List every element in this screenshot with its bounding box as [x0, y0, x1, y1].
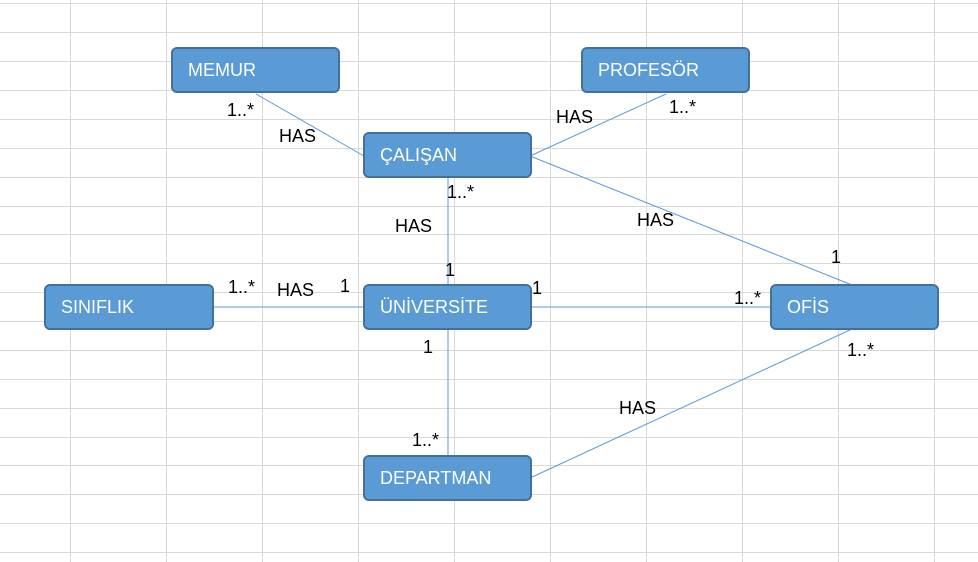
cardinality-universite-ofis: 1	[532, 278, 543, 298]
cardinality-departman: 1..*	[412, 430, 440, 450]
cardinality-universite-siniflik: 1	[340, 276, 351, 296]
line-ofis-departman	[529, 328, 853, 479]
line-memur-calisan	[255, 93, 365, 157]
line-calisan-ofis	[529, 155, 853, 286]
relation-label-siniflik-universite: HAS	[277, 280, 315, 300]
entity-universite[interactable]: ÜNİVERSİTE	[363, 284, 532, 330]
line-profesor-calisan	[529, 93, 667, 157]
relation-label-profesor-calisan: HAS	[556, 107, 594, 127]
entity-memur[interactable]: MEMUR	[171, 47, 340, 93]
cardinality-memur: 1..*	[227, 100, 255, 120]
relation-label-ofis-departman: HAS	[619, 398, 657, 418]
relation-label-calisan-ofis: HAS	[637, 210, 675, 230]
cardinality-ofis-universite: 1..*	[734, 288, 762, 308]
entity-profesor[interactable]: PROFESÖR	[581, 47, 750, 93]
cardinality-ofis-departman: 1..*	[847, 340, 875, 360]
cardinality-universite-calisan: 1	[445, 260, 456, 280]
cardinality-ofis-calisan: 1	[831, 247, 842, 267]
cardinality-universite-departman: 1	[423, 337, 434, 357]
cardinality-siniflik: 1..*	[228, 277, 256, 297]
entity-calisan[interactable]: ÇALIŞAN	[363, 132, 532, 178]
cardinality-profesor: 1..*	[669, 97, 697, 117]
entity-siniflik[interactable]: SINIFLIK	[44, 284, 214, 330]
relation-label-memur-calisan: HAS	[279, 126, 317, 146]
relation-label-calisan-universite: HAS	[395, 216, 433, 236]
entity-ofis[interactable]: OFİS	[770, 284, 939, 330]
cardinality-calisan-universite: 1..*	[447, 182, 475, 202]
entity-departman[interactable]: DEPARTMAN	[363, 455, 532, 501]
